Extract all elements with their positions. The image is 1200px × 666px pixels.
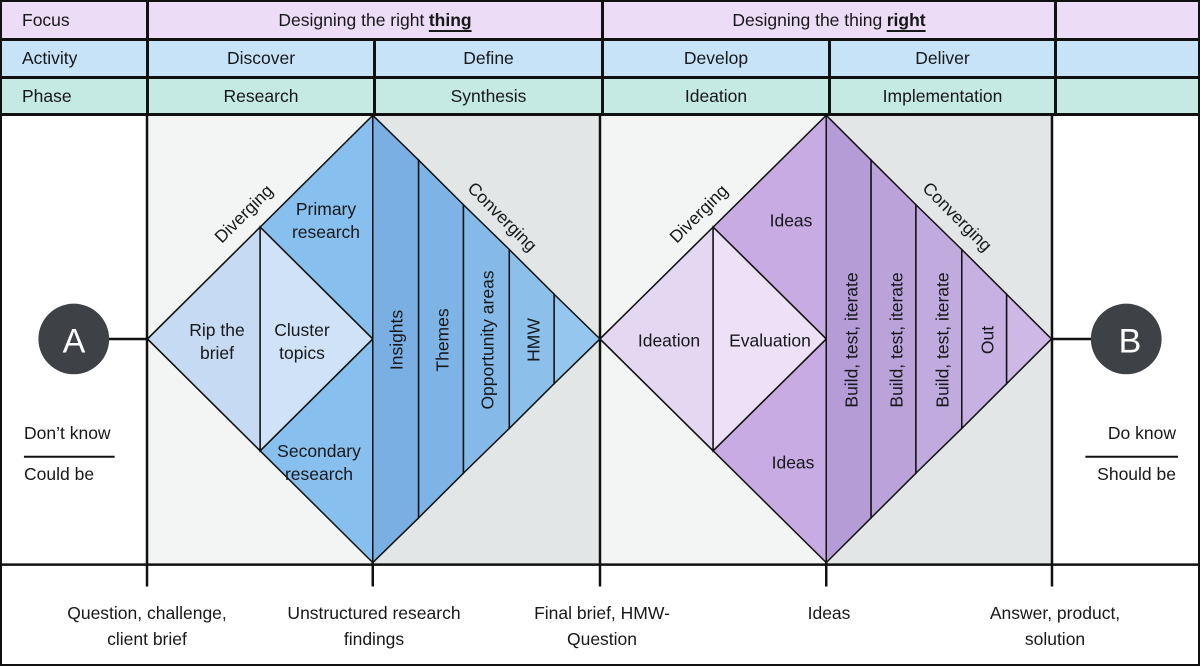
point-a-circle <box>38 303 110 375</box>
themes-stripe-label: Themes <box>432 308 453 372</box>
point-b-letter: B <box>1118 322 1142 361</box>
milestone-question-brief: Question, challenge, client brief <box>67 603 227 649</box>
hmw-stripe-label: HMW <box>523 318 544 362</box>
activity-empty-cell <box>1057 41 1198 76</box>
header-row-phase: Phase Research Synthesis Ideation Implem… <box>2 79 1198 116</box>
should-be-label: Should be <box>1097 464 1176 484</box>
opportunity-areas-stripe-label: Opportunity areas <box>477 270 498 410</box>
dont-know-label: Don’t know <box>24 423 111 443</box>
phase-ideation-cell: Ideation <box>604 79 831 113</box>
ideas-top-label: Ideas <box>769 210 813 231</box>
phase-row-label-cell: Phase <box>2 79 149 113</box>
phase-research-cell: Research <box>149 79 376 113</box>
milestone-answer-solution: Answer, product, solution <box>989 603 1121 649</box>
build-test-iterate-2-label: Build, test, iterate <box>886 272 907 408</box>
out-stripe-label: Out <box>977 325 998 355</box>
milestone-unstructured-findings: Unstructured research findings <box>287 603 461 649</box>
insights-stripe-label: Insights <box>386 309 407 371</box>
activity-define-cell: Define <box>376 41 604 76</box>
point-a-letter: A <box>62 322 86 361</box>
activity-discover-cell: Discover <box>149 41 376 76</box>
ideas-bottom-label: Ideas <box>771 452 815 473</box>
do-know-label: Do know <box>1107 423 1176 443</box>
point-b-circle <box>1090 303 1162 375</box>
ideation-label: Ideation <box>637 330 701 351</box>
milestone-final-brief: Final brief, HMW- Question <box>534 603 670 649</box>
header-row-activity: Activity Discover Define Develop Deliver <box>2 41 1198 79</box>
activity-develop-cell: Develop <box>604 41 831 76</box>
milestone-ideas: Ideas <box>807 603 851 623</box>
focus-empty-cell <box>1057 2 1198 38</box>
right-diamond-tip <box>1005 292 1053 386</box>
phase-empty-cell <box>1057 79 1198 113</box>
focus-row-label-cell: Focus <box>2 2 149 38</box>
activity-row-label-cell: Activity <box>2 41 149 76</box>
primary-research-label: Primary research <box>291 199 361 242</box>
left-diamond-tip <box>553 292 602 386</box>
evaluation-label: Evaluation <box>729 330 811 351</box>
phase-synthesis-cell: Synthesis <box>376 79 604 113</box>
cluster-topics-label: Cluster topics <box>274 320 330 363</box>
build-test-iterate-1-label: Build, test, iterate <box>841 272 862 408</box>
build-test-iterate-3-label: Build, test, iterate <box>932 272 953 408</box>
phase-implementation-cell: Implementation <box>831 79 1057 113</box>
activity-row-label: Activity <box>22 48 78 68</box>
secondary-research-label: Secondary research <box>277 441 361 484</box>
cluster-topics-region <box>259 225 374 453</box>
evaluation-region <box>712 225 828 453</box>
phase-row-label: Phase <box>22 85 72 106</box>
rip-the-brief-label: Rip the brief <box>189 320 245 363</box>
could-be-label: Could be <box>24 464 95 484</box>
activity-deliver-cell: Deliver <box>831 41 1057 76</box>
focus-row-label: Focus <box>22 9 70 30</box>
